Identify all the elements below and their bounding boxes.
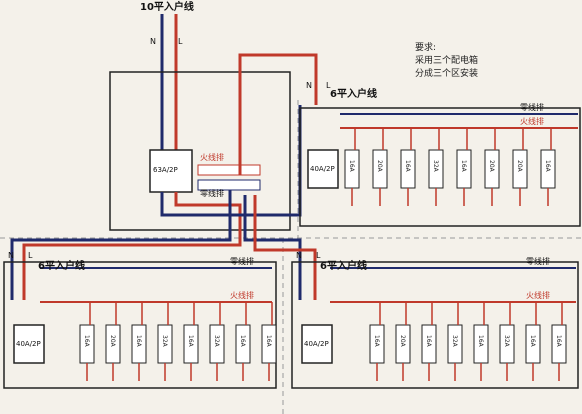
main-breaker: [149, 149, 193, 193]
branch-breaker-rating: 20A: [109, 335, 116, 347]
branch-breaker-rating: 16A: [477, 335, 484, 347]
requirements-note: 要求: 采用三个配电箱 分成三个区安装: [415, 42, 478, 81]
main-breaker-label: 63A/2P: [153, 166, 178, 174]
subbox-bottom-right: [291, 261, 579, 389]
incoming-l: L: [178, 37, 183, 46]
tr-l: L: [326, 81, 331, 90]
tr-breaker-label: 40A/2P: [310, 165, 335, 173]
branch-breaker-rating: 20A: [376, 160, 383, 172]
main-live-bar-label: 火线排: [200, 153, 224, 162]
branch-breaker-rating: 16A: [265, 335, 272, 347]
branch-breaker-rating: 32A: [161, 335, 168, 347]
requirements-title: 要求:: [415, 43, 437, 53]
requirements-line-1: 采用三个配电箱: [415, 56, 479, 66]
branch-breaker-rating: 20A: [516, 160, 523, 172]
bl-breaker-label: 40A/2P: [16, 340, 41, 348]
branch-breaker-rating: 16A: [425, 335, 432, 347]
incoming-n: N: [150, 37, 156, 46]
branch-breaker-rating: 16A: [135, 335, 142, 347]
branch-breaker-rating: 16A: [460, 160, 467, 172]
bl-neutral-label: 零线排: [230, 257, 254, 266]
subbox-top-right: [299, 107, 581, 227]
incoming-label: 10平入户线: [140, 2, 194, 13]
branch-breaker-rating: 16A: [555, 335, 562, 347]
branch-breaker-rating: 16A: [83, 335, 90, 347]
bl-feed-label: 6平入户线: [38, 261, 85, 272]
main-box: [109, 71, 291, 231]
br-feed-label: 6平入户线: [320, 261, 367, 272]
branch-breaker-rating: 16A: [529, 335, 536, 347]
branch-breaker-rating: 20A: [488, 160, 495, 172]
br-l: L: [316, 251, 321, 260]
branch-breaker-rating: 32A: [213, 335, 220, 347]
tr-feed-label: 6平入户线: [330, 89, 377, 100]
tr-live-label: 火线排: [520, 117, 544, 126]
bl-n: N: [8, 251, 14, 260]
tr-neutral-label: 零线排: [520, 103, 544, 112]
branch-breaker-rating: 32A: [451, 335, 458, 347]
br-live-label: 火线排: [526, 291, 550, 300]
tr-n: N: [306, 81, 312, 90]
branch-breaker-rating: 20A: [399, 335, 406, 347]
requirements-line-2: 分成三个区安装: [415, 69, 479, 79]
br-n: N: [296, 251, 302, 260]
main-neutral-bar-label: 零线排: [200, 189, 224, 198]
branch-breaker-rating: 16A: [239, 335, 246, 347]
branch-breaker-rating: 16A: [544, 160, 551, 172]
main-live-bar: [197, 164, 261, 176]
branch-breaker-rating: 16A: [187, 335, 194, 347]
bl-live-label: 火线排: [230, 291, 254, 300]
branch-breaker-rating: 32A: [432, 160, 439, 172]
branch-breaker-rating: 16A: [348, 160, 355, 172]
branch-breaker-rating: 16A: [404, 160, 411, 172]
br-neutral-label: 零线排: [526, 257, 550, 266]
branch-breaker-rating: 16A: [373, 335, 380, 347]
bl-l: L: [28, 251, 33, 260]
br-breaker-label: 40A/2P: [304, 340, 329, 348]
branch-breaker-rating: 32A: [503, 335, 510, 347]
